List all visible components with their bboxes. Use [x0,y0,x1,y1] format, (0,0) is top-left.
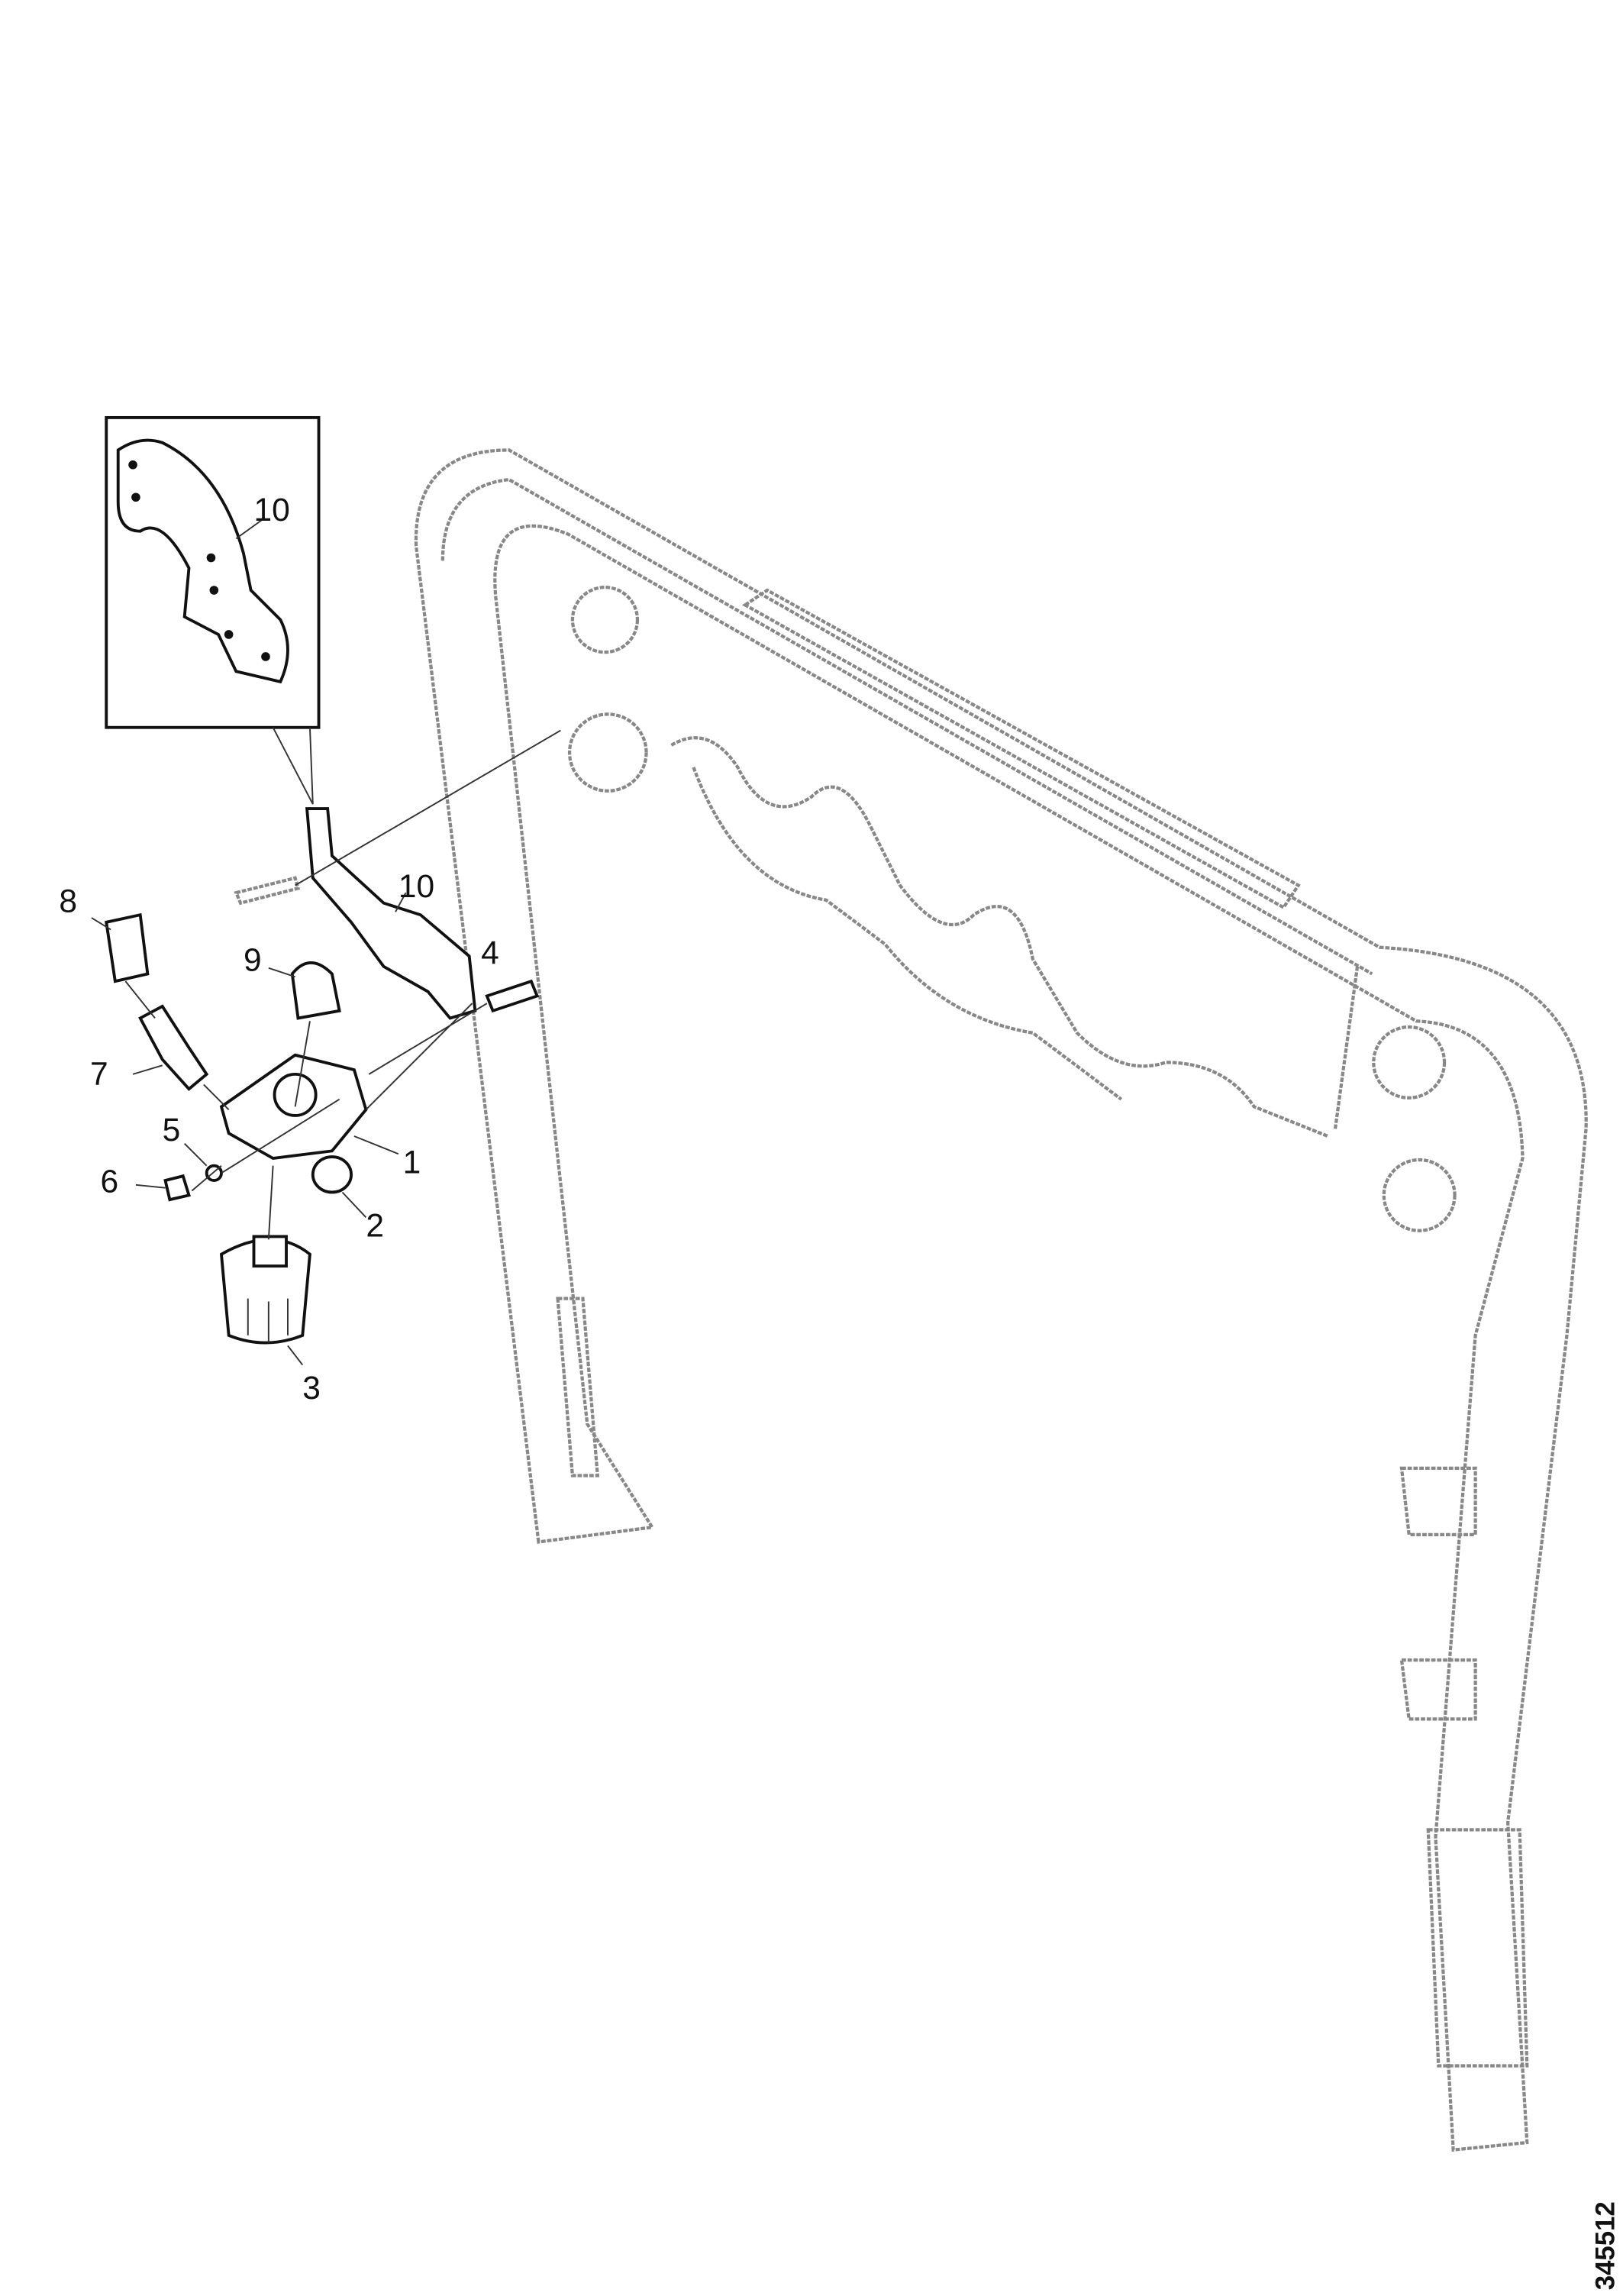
leader-lines [91,892,488,1366]
callout-9: 9 [244,943,262,979]
fitting [290,961,341,1020]
callout-4: 4 [481,935,499,971]
nut [163,1174,191,1202]
callout-2: 2 [366,1208,384,1244]
plug [105,912,150,983]
frame [414,448,1588,2152]
callout-3: 3 [302,1371,321,1406]
drawing-number: 345512 [1591,2201,1620,2290]
bolt [485,979,540,1013]
callout-10: 10 [398,869,434,905]
inset-detail [105,415,321,805]
callout-7: 7 [90,1056,108,1092]
filter [219,1235,311,1345]
elbow [138,1004,209,1091]
callout-8: 8 [59,883,77,919]
port [311,1155,353,1194]
callout-6: 6 [101,1164,119,1200]
callout-1: 1 [403,1145,421,1180]
callout-5: 5 [163,1112,181,1148]
callout-10-inset: 10 [254,492,290,528]
